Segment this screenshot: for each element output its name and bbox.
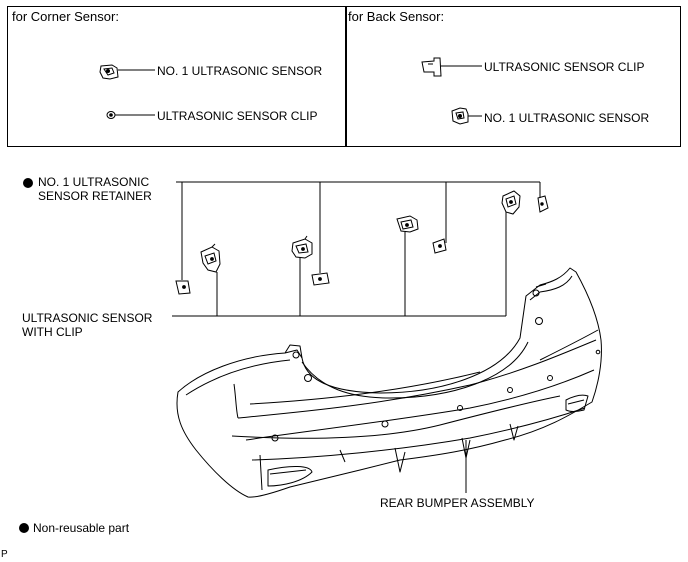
back-sensor-panel bbox=[345, 6, 681, 147]
retainer-1 bbox=[175, 280, 191, 295]
retainer-4 bbox=[537, 195, 549, 213]
sensor-with-clip-4 bbox=[501, 190, 521, 215]
non-reusable-bullet-legend bbox=[19, 523, 29, 533]
figure-code: P bbox=[1, 549, 8, 560]
corner-clip-label: ULTRASONIC SENSOR CLIP bbox=[157, 109, 318, 123]
retainer-3 bbox=[432, 238, 447, 254]
corner-sensor-label: NO. 1 ULTRASONIC SENSOR bbox=[157, 64, 323, 78]
back-sensor-heading: for Back Sensor: bbox=[348, 9, 445, 24]
retainer-callout-line1: NO. 1 ULTRASONIC bbox=[38, 175, 150, 189]
rear-bumper-assembly bbox=[176, 267, 602, 498]
corner-sensor-icon bbox=[99, 64, 119, 80]
sensor-clip-callout-line2: WITH CLIP bbox=[22, 325, 83, 339]
retainer-callout-line2: SENSOR RETAINER bbox=[38, 189, 152, 203]
back-clip-label: ULTRASONIC SENSOR CLIP bbox=[484, 60, 645, 74]
retainer-2 bbox=[311, 272, 330, 286]
back-clip-icon bbox=[421, 57, 442, 77]
bumper-callout: REAR BUMPER ASSEMBLY bbox=[380, 496, 535, 510]
sensor-clip-callout-line1: ULTRASONIC SENSOR bbox=[22, 311, 153, 325]
sensor-with-clip-2 bbox=[291, 235, 313, 259]
corner-clip-icon bbox=[106, 111, 116, 119]
corner-sensor-panel bbox=[7, 6, 347, 147]
non-reusable-legend-text: Non-reusable part bbox=[33, 521, 130, 535]
sensor-with-clip-3 bbox=[396, 215, 419, 233]
corner-sensor-heading: for Corner Sensor: bbox=[12, 9, 119, 24]
non-reusable-bullet-retainer bbox=[23, 178, 33, 188]
sensor-with-clip-1 bbox=[200, 243, 221, 273]
back-sensor-icon bbox=[451, 107, 469, 125]
back-sensor-label: NO. 1 ULTRASONIC SENSOR bbox=[484, 111, 650, 125]
